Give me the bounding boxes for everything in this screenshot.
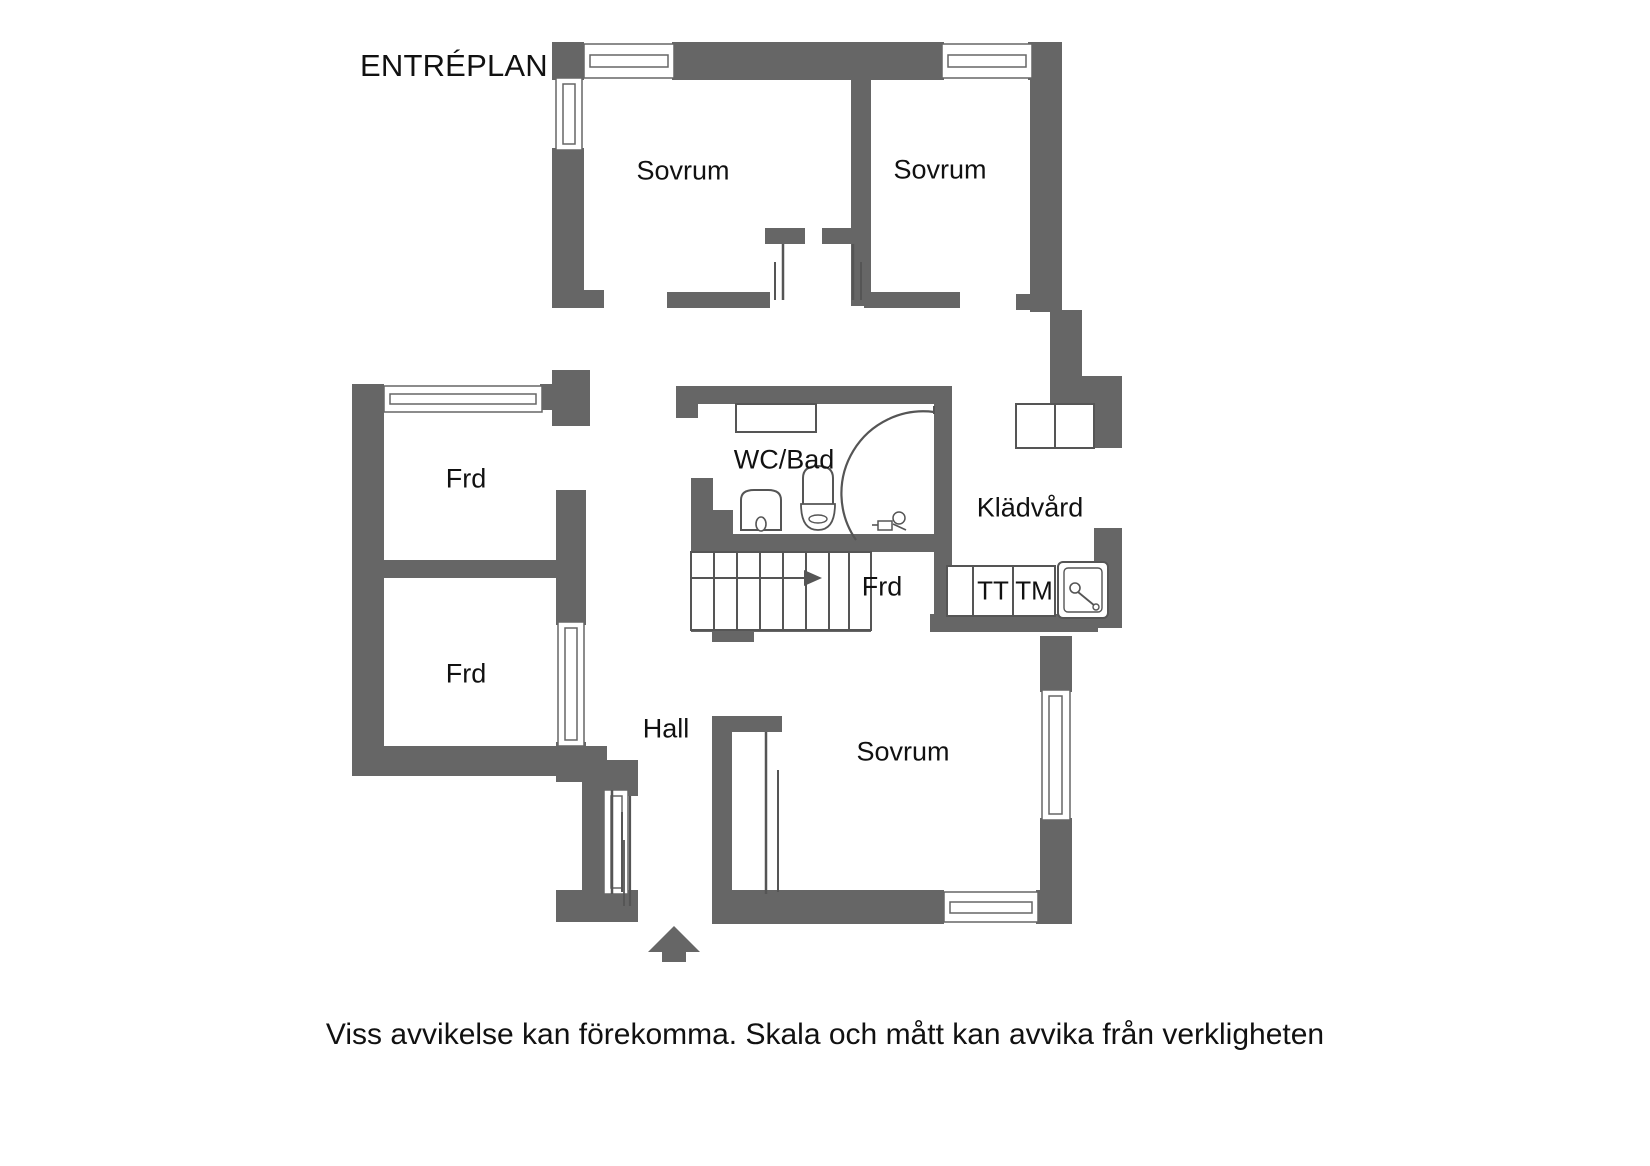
room-label-sovrum-top-right: Sovrum xyxy=(893,154,987,185)
page-title: ENTRÉPLAN xyxy=(360,48,548,83)
laundry-unit-left-blank xyxy=(946,565,974,617)
faucet-icon xyxy=(872,511,907,531)
wall-frd-top-right-pier xyxy=(552,370,590,426)
wall-hall-top xyxy=(556,760,638,782)
room-label-frd-stair: Frd xyxy=(861,571,903,602)
appliance-label-tt: TT xyxy=(977,575,1009,606)
wall-door-header-left xyxy=(765,228,805,244)
wall-bedroom-left xyxy=(712,716,732,912)
room-label-sovrum-top-left: Sovrum xyxy=(636,155,730,186)
closet-kladvard xyxy=(1015,403,1095,449)
wall-wc-top-left-pier xyxy=(676,386,698,418)
wall-wc-top xyxy=(676,386,952,404)
window-bedroom-bottom xyxy=(943,891,1039,923)
wall-frd-divider xyxy=(384,560,574,578)
wall-bedroom-bottom-left xyxy=(667,292,770,308)
entrance-arrow-icon xyxy=(648,926,700,962)
wall-bedroom-bottom-outer xyxy=(712,890,944,924)
wall-kladvard-bottom xyxy=(930,614,1098,632)
doors-group xyxy=(610,244,935,906)
wall-left-upper-outer xyxy=(552,148,584,306)
sink-icon xyxy=(740,489,782,532)
staircase-icon xyxy=(690,551,872,631)
wall-left-upper-foot xyxy=(552,290,604,308)
window-bedroom-right xyxy=(1041,689,1071,821)
windows-group xyxy=(383,43,1071,923)
room-label-wc-bad: WC/Bad xyxy=(733,444,835,475)
room-label-sovrum-bottom: Sovrum xyxy=(856,736,950,767)
laundry-unit-tt xyxy=(972,565,1014,617)
wardrobe-box-wc xyxy=(735,403,817,433)
wall-hall-bottom xyxy=(556,890,638,922)
wall-right-upper-outer xyxy=(1030,80,1062,312)
laundry-unit-tm xyxy=(1012,565,1056,617)
laundry-units xyxy=(946,565,1056,617)
window-left-upper xyxy=(555,77,583,151)
wall-top-left-corner xyxy=(552,42,584,80)
wall-top-middle xyxy=(672,42,944,80)
window-top-left xyxy=(583,43,675,79)
wall-top-right-corner xyxy=(1028,42,1062,80)
wall-wc-left-step-top xyxy=(691,478,713,514)
wall-right-shoulder xyxy=(1016,294,1062,310)
room-label-frd-upper: Frd xyxy=(445,463,487,494)
disclaimer-caption: Viss avvikelse kan förekomma. Skala och … xyxy=(325,1018,1325,1051)
wall-stair-bottom-notch xyxy=(712,628,754,642)
appliance-label-tm: TM xyxy=(1015,575,1053,606)
laundry-sink-icon xyxy=(1057,561,1109,619)
window-top-right xyxy=(941,43,1033,79)
window-frd-upper xyxy=(383,385,543,413)
wall-frd-right-upper xyxy=(556,490,586,625)
wall-right-mid-vertical-b xyxy=(1094,376,1122,448)
wall-bedroom-left-header xyxy=(712,716,782,732)
toilet-icon xyxy=(800,464,836,531)
wall-wc-right xyxy=(934,396,952,552)
wall-frd-left-outer xyxy=(352,384,384,774)
room-label-kladvard: Klädvård xyxy=(976,492,1084,523)
door-arc-wc xyxy=(840,410,935,541)
wall-bottom-right-upper xyxy=(1040,636,1072,692)
room-label-frd-lower: Frd xyxy=(445,658,487,689)
window-frd-lower xyxy=(557,621,585,747)
wall-bedroom-bottom-right xyxy=(864,292,960,308)
wall-door-header-right xyxy=(822,228,867,244)
wall-bottom-right-corner xyxy=(1036,890,1072,924)
room-label-hall: Hall xyxy=(642,713,690,744)
wall-bedroom-divider xyxy=(851,78,871,306)
wall-wc-bottom xyxy=(691,534,939,552)
